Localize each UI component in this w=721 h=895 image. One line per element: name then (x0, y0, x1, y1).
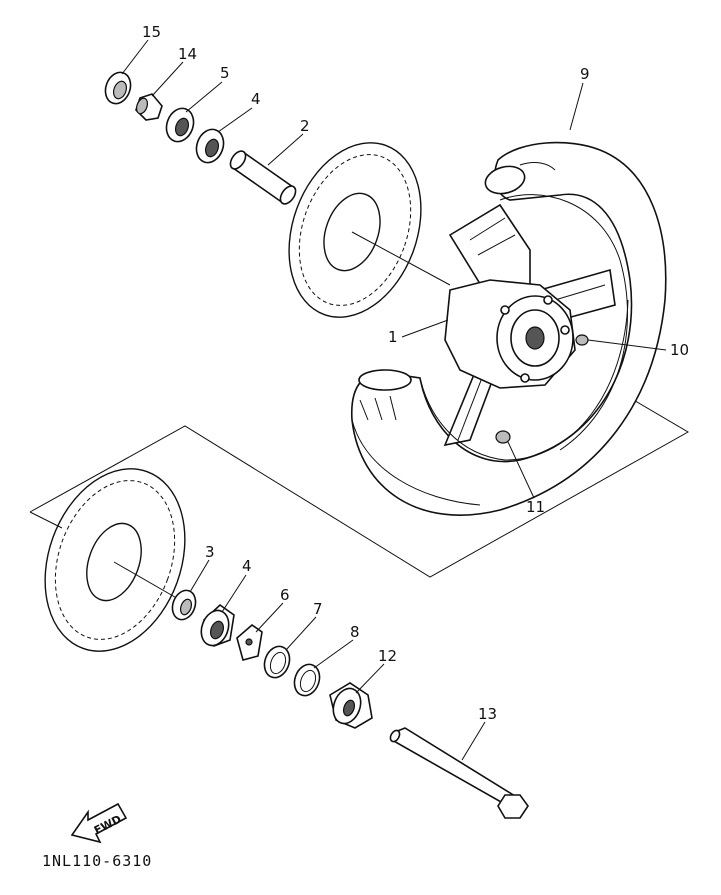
label-6: 6 (280, 586, 290, 604)
leader-lines (121, 39, 667, 761)
label-4-upper: 4 (251, 90, 261, 108)
upper-disc (288, 142, 451, 318)
label-2: 2 (300, 117, 310, 135)
part-5-bearing (165, 107, 195, 143)
lower-disc (44, 468, 186, 652)
label-4-lower: 4 (242, 557, 252, 575)
part-6-retainer (236, 623, 263, 661)
part-7-washer (263, 645, 291, 679)
wheel-hub (419, 203, 629, 461)
label-13: 13 (478, 705, 497, 723)
part-8-ring (293, 663, 321, 697)
part-4-bearing-lower (200, 603, 235, 648)
part-13-axle (389, 727, 529, 819)
part-3-seal (171, 589, 197, 621)
label-9: 9 (580, 65, 590, 83)
label-1: 1 (388, 328, 398, 346)
label-12: 12 (378, 647, 397, 665)
label-11: 11 (526, 498, 545, 516)
part-12-gear-unit (329, 682, 373, 729)
label-3: 3 (205, 543, 215, 561)
label-10: 10 (670, 341, 689, 359)
label-15: 15 (142, 23, 161, 41)
label-7: 7 (313, 600, 323, 618)
forward-arrow-icon: FWD (70, 802, 128, 844)
part-4-bearing-upper (195, 128, 225, 164)
label-14: 14 (178, 45, 197, 63)
part-2-spacer (229, 150, 297, 205)
part-labels: 1 2 3 4 4 5 6 7 8 9 10 11 12 13 14 15 (142, 23, 689, 723)
tire (350, 141, 667, 516)
label-5: 5 (220, 64, 230, 82)
part-15-seal (104, 71, 132, 105)
assembly-outline (29, 391, 690, 578)
label-8: 8 (350, 623, 360, 641)
catalog-code: 1NL110-6310 (42, 852, 152, 870)
part-14-collar (135, 93, 163, 121)
